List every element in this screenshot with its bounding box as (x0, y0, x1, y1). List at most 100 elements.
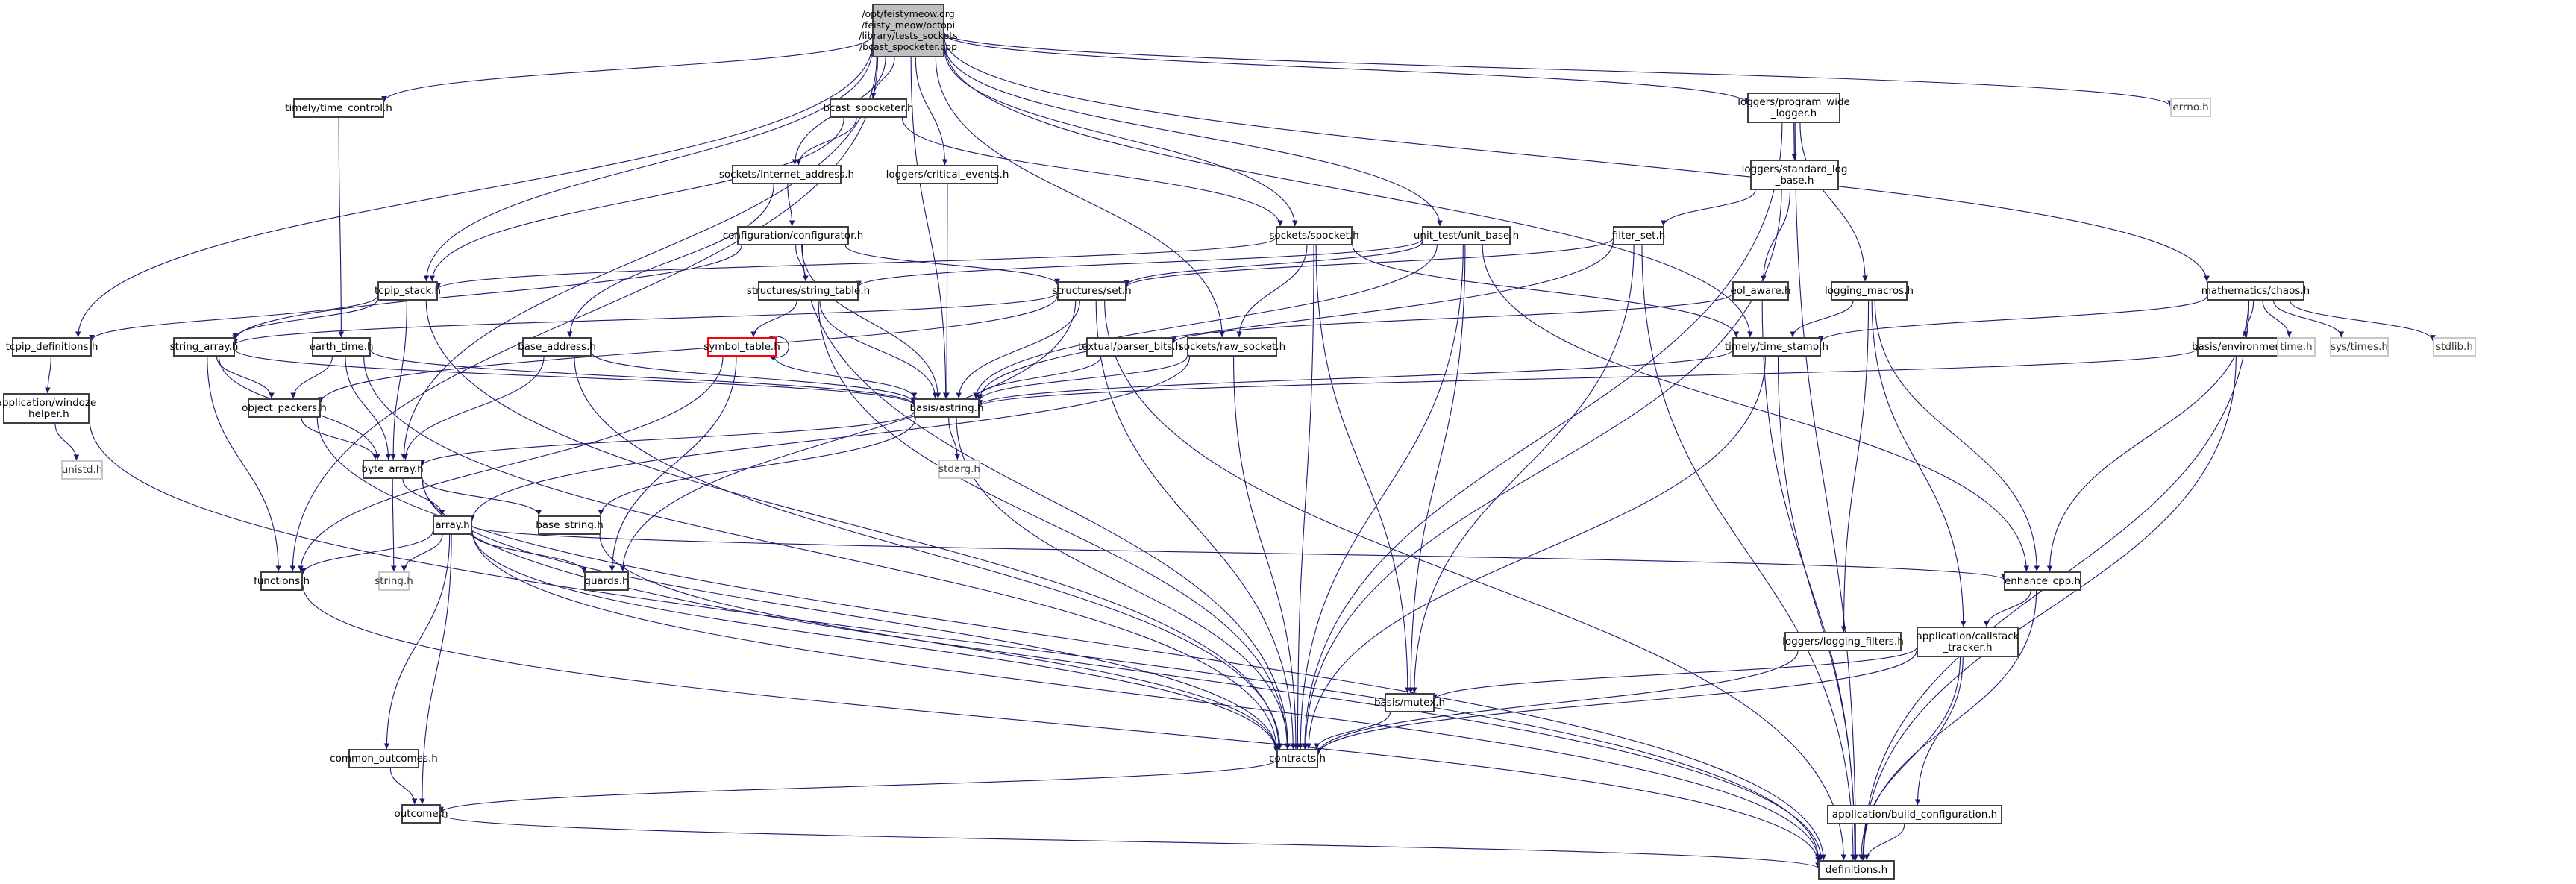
node-object-packers[interactable]: object_packers.h (242, 398, 327, 418)
edge-program_wide_logger-to-logging_macros (1799, 122, 1868, 282)
edge-time_stamp-to-astring (977, 349, 1733, 407)
edge-mutex-to-contracts (1314, 712, 1391, 750)
node-time-stamp[interactable]: timely/time_stamp.h (1725, 337, 1828, 357)
edge-earth_time-to-astring (370, 349, 917, 405)
node-base-address[interactable]: base_address.h (518, 337, 596, 357)
edge-set-to-contracts (1095, 300, 1297, 750)
node-guards[interactable]: guards.h (584, 571, 629, 591)
edge-tcpip_stack-to-string_array (232, 298, 378, 339)
edge-tcpip_stack-to-contracts (425, 300, 1282, 750)
edge-set-to-guards (619, 300, 1077, 572)
edge-time_stamp-to-definitions (1777, 356, 1858, 861)
edge-windoze_helper-to-definitions (89, 419, 1822, 861)
node-mutex[interactable]: basis/mutex.h (1374, 693, 1445, 712)
edge-callstack_tracker-to-definitions (1858, 656, 1961, 861)
edge-astring-to-contracts (956, 417, 1291, 750)
edge-astring-to-base_string (598, 417, 916, 516)
node-logging-macros[interactable]: logging_macros.h (1825, 281, 1914, 301)
edge-array-to-functions (300, 531, 433, 574)
node-callstack-tracker[interactable]: application/callstack _tracker.h (1916, 627, 2019, 657)
node-string-table[interactable]: structures/string_table.h (747, 281, 870, 301)
node-windoze-helper[interactable]: application/windoze _helper.h (0, 393, 96, 424)
edge-unit_base-to-mutex (1408, 245, 1466, 694)
edge-root-to-unit_base (944, 43, 1443, 227)
node-eol-aware[interactable]: eol_aware.h (1730, 281, 1791, 301)
edge-astring-to-stdarg (948, 417, 961, 460)
edge-eol_aware-to-parser_bits (1171, 292, 1733, 344)
edge-string_table-to-symbol_table (750, 300, 797, 338)
node-time-h: time.h (2277, 337, 2316, 357)
node-unit-base[interactable]: unit_test/unit_base.h (1414, 226, 1519, 245)
node-spocket[interactable]: sockets/spocket.h (1269, 226, 1359, 245)
edge-root-to-chaos (944, 37, 2210, 282)
node-bcast-spocketer[interactable]: bcast_spocketer.h (823, 98, 914, 118)
edge-environment-to-astring (977, 348, 2198, 407)
node-tcpip-stack[interactable]: tcpip_stack.h (375, 281, 441, 301)
node-functions[interactable]: functions.h (254, 571, 310, 591)
edge-configurator-to-string_array (232, 245, 742, 342)
node-raw-socket[interactable]: sockets/raw_socket.h (1179, 337, 1285, 357)
node-base-string[interactable]: base_string.h (536, 515, 604, 535)
edge-standard_log_base-to-filter_set (1661, 189, 1756, 227)
edge-byte_array-to-definitions (422, 477, 1824, 861)
node-internet-address[interactable]: sockets/internet_address.h (719, 165, 854, 184)
edge-base_address-to-contracts (574, 356, 1283, 750)
edge-string_array-to-functions (207, 356, 282, 572)
edge-program_wide_logger-to-standard_log_base (1791, 122, 1798, 160)
node-build-configuration[interactable]: application/build_configuration.h (1827, 805, 2002, 824)
node-time-control[interactable]: timely/time_control.h (285, 98, 392, 118)
node-symbol-table[interactable]: symbol_table.h (703, 337, 780, 357)
node-contracts[interactable]: contracts.h (1269, 749, 1326, 768)
node-outcome[interactable]: outcome.h (394, 804, 448, 824)
node-program-wide-logger[interactable]: loggers/program_wide _logger.h (1737, 93, 1850, 123)
edge-logging_macros-to-time_stamp (1790, 300, 1854, 338)
edge-astring-to-byte_array (419, 411, 915, 466)
edge-root-to-program_wide_logger (944, 34, 1750, 104)
node-filter-set[interactable]: filter_set.h (1612, 226, 1665, 245)
node-string-array[interactable]: string_array.h (170, 337, 238, 357)
edge-parser_bits-to-astring (973, 356, 1102, 399)
edge-enhance_cpp-to-callstack_tracker (1983, 590, 2031, 627)
edge-earth_time-to-object_packers (290, 356, 333, 399)
node-critical-events[interactable]: loggers/critical_events.h (886, 165, 1009, 184)
node-parser-bits[interactable]: textual/parser_bits.h (1078, 337, 1182, 357)
node-environment[interactable]: basis/environment.h (2192, 337, 2295, 357)
edge-logging_macros-to-callstack_tracker (1871, 300, 1967, 627)
edge-callstack_tracker-to-contracts (1315, 651, 1917, 756)
edge-symbol_table-to-symbol_table (768, 336, 789, 361)
node-tcpip-definitions[interactable]: tcpip_definitions.h (6, 337, 98, 357)
edge-unit_base-to-astring (973, 245, 1438, 399)
edge-set-to-object_packers (318, 295, 1058, 403)
node-array[interactable]: array.h (433, 515, 472, 535)
edge-filter_set-to-astring (977, 242, 1614, 401)
edge-string_table-to-astring (819, 300, 938, 399)
node-byte-array[interactable]: byte_array.h (361, 460, 424, 479)
node-configurator[interactable]: configuration/configurator.h (723, 226, 863, 245)
edge-byte_array-to-base_string (422, 478, 542, 516)
edge-object_packers-to-byte_array (301, 417, 378, 460)
edge-root-to-errno (944, 32, 2173, 107)
edge-chaos-to-environment (2243, 300, 2254, 338)
edge-array-to-guards (471, 532, 587, 574)
node-astring[interactable]: basis/astring.h (909, 398, 984, 418)
node-chaos[interactable]: mathematics/chaos.h (2201, 281, 2310, 301)
edge-build_configuration-to-definitions (1864, 824, 1905, 861)
edge-windoze_helper-to-unistd (54, 423, 80, 461)
edge-root-to-byte_array (401, 57, 877, 460)
edge-earth_time-to-contracts (363, 356, 1279, 750)
edge-base_string-to-contracts (599, 534, 1279, 753)
node-definitions[interactable]: definitions.h (1818, 860, 1895, 880)
edge-bcast_spocketer-to-tcpip_stack (429, 117, 844, 282)
edge-time_control-to-earth_time (338, 117, 345, 338)
node-logging-filters[interactable]: loggers/logging_filters.h (1782, 632, 1904, 651)
edge-callstack_tracker-to-mutex (1432, 647, 1917, 700)
node-enhance-cpp[interactable]: enhance_cpp.h (2004, 571, 2081, 591)
node-common-outcomes[interactable]: common_outcomes.h (330, 749, 438, 768)
edge-filter_set-to-definitions (1641, 245, 1856, 861)
edge-spocket-to-tcpip_stack (435, 237, 1276, 289)
node-set[interactable]: structures/set.h (1052, 281, 1132, 301)
node-standard-log-base[interactable]: loggers/standard_log _base.h (1742, 160, 1847, 190)
node-earth-time[interactable]: earth_time.h (309, 337, 374, 357)
edge-root-to-tcpip_definitions (75, 43, 873, 338)
